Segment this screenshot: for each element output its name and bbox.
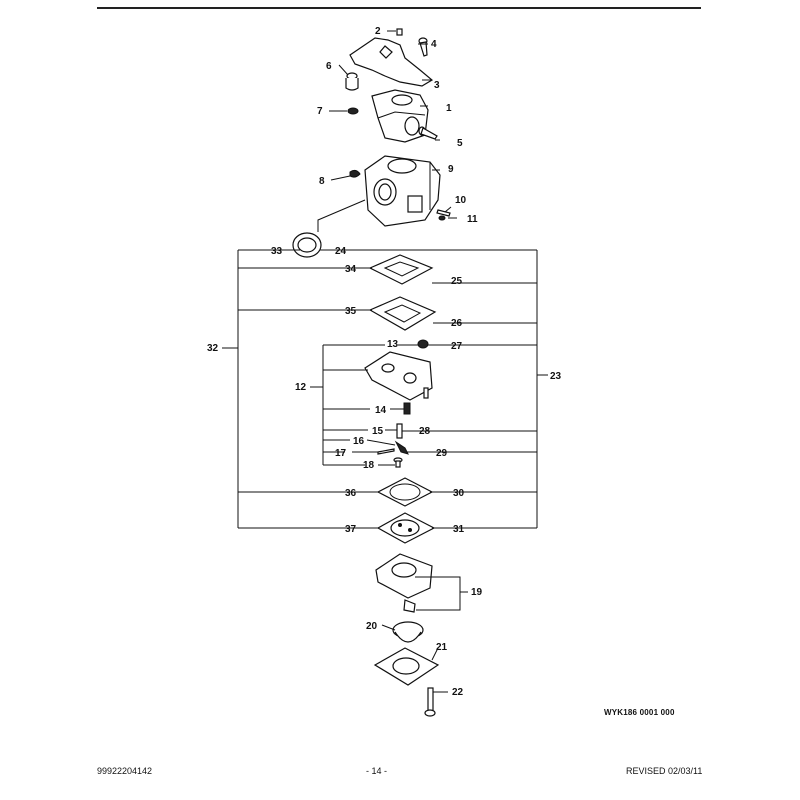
leader-lines	[222, 30, 548, 693]
callout-4: 4	[431, 39, 437, 50]
callout-17: 17	[335, 448, 347, 459]
part-10-screw	[436, 209, 451, 217]
part-21-plate	[373, 647, 440, 686]
callout-2: 2	[375, 26, 381, 37]
callout-18: 18	[363, 460, 375, 471]
part-7-washer	[347, 107, 359, 115]
part-2-pin	[396, 28, 403, 36]
callout-16: 16	[353, 436, 365, 447]
footer-revised-date: REVISED 02/03/11	[626, 766, 703, 776]
part-drawings	[292, 28, 451, 717]
part-18-screw	[393, 457, 403, 468]
callout-31: 31	[453, 524, 465, 535]
callout-37: 37	[345, 524, 357, 535]
part-4-screw	[418, 37, 428, 57]
part-6-cap	[345, 72, 359, 91]
callout-9: 9	[448, 164, 454, 175]
part-28-needle	[396, 423, 403, 439]
callout-1: 1	[446, 103, 452, 114]
part-12-cover	[364, 351, 433, 401]
part-29-lever	[394, 440, 409, 455]
part-3-bracket	[349, 37, 434, 87]
part-17-pin	[377, 448, 395, 455]
callout-8: 8	[319, 176, 325, 187]
header-rule	[97, 7, 701, 9]
callout-33: 33	[271, 246, 283, 257]
callout-14: 14	[375, 405, 387, 416]
part-1-body	[371, 89, 429, 143]
callout-36: 36	[345, 488, 357, 499]
figure-reference: WYK186 0001 000	[604, 708, 675, 717]
carburetor-exploded-diagram: 2 4 3 6 1 7 5 8 9 10 11 33 24 34 25 35 2…	[207, 26, 562, 717]
callout-24: 24	[335, 246, 347, 257]
part-22-bolt	[424, 687, 436, 717]
part-8-clip	[349, 169, 361, 178]
callout-20: 20	[366, 621, 378, 632]
part-31-diaphragm	[376, 512, 436, 544]
callout-21: 21	[436, 642, 448, 653]
part-30-gasket	[376, 477, 434, 507]
callout-3: 3	[434, 80, 440, 91]
part-19-pump-cover	[375, 553, 433, 613]
callout-22: 22	[452, 687, 464, 698]
part-26-diaphragm	[368, 296, 437, 331]
part-9-carb-body	[364, 155, 441, 227]
part-25-gasket	[368, 254, 434, 285]
callout-labels: 2 4 3 6 1 7 5 8 9 10 11 33 24 34 25 35 2…	[207, 26, 562, 698]
part-20-cup	[392, 621, 424, 643]
callout-19: 19	[471, 587, 483, 598]
callout-15: 15	[372, 426, 384, 437]
footer-part-number: 99922204142	[97, 766, 153, 776]
callout-32: 32	[207, 343, 219, 354]
callout-35: 35	[345, 306, 357, 317]
part-5-screw	[418, 126, 438, 140]
callout-28: 28	[419, 426, 431, 437]
callout-23: 23	[550, 371, 562, 382]
callout-30: 30	[453, 488, 465, 499]
callout-29: 29	[436, 448, 448, 459]
callout-12: 12	[295, 382, 307, 393]
part-11-spring	[438, 215, 446, 221]
part-27-valve	[417, 339, 429, 349]
footer-page-number: - 14 -	[366, 766, 388, 776]
part-14-spring	[403, 402, 411, 415]
part-24-ring	[292, 232, 322, 258]
callout-7: 7	[317, 106, 323, 117]
callout-5: 5	[457, 138, 463, 149]
callout-26: 26	[451, 318, 463, 329]
callout-25: 25	[451, 276, 463, 287]
callout-27: 27	[451, 341, 463, 352]
callout-6: 6	[326, 61, 332, 72]
callout-13: 13	[387, 339, 399, 350]
callout-34: 34	[345, 264, 357, 275]
callout-11: 11	[467, 214, 478, 225]
callout-10: 10	[455, 195, 467, 206]
